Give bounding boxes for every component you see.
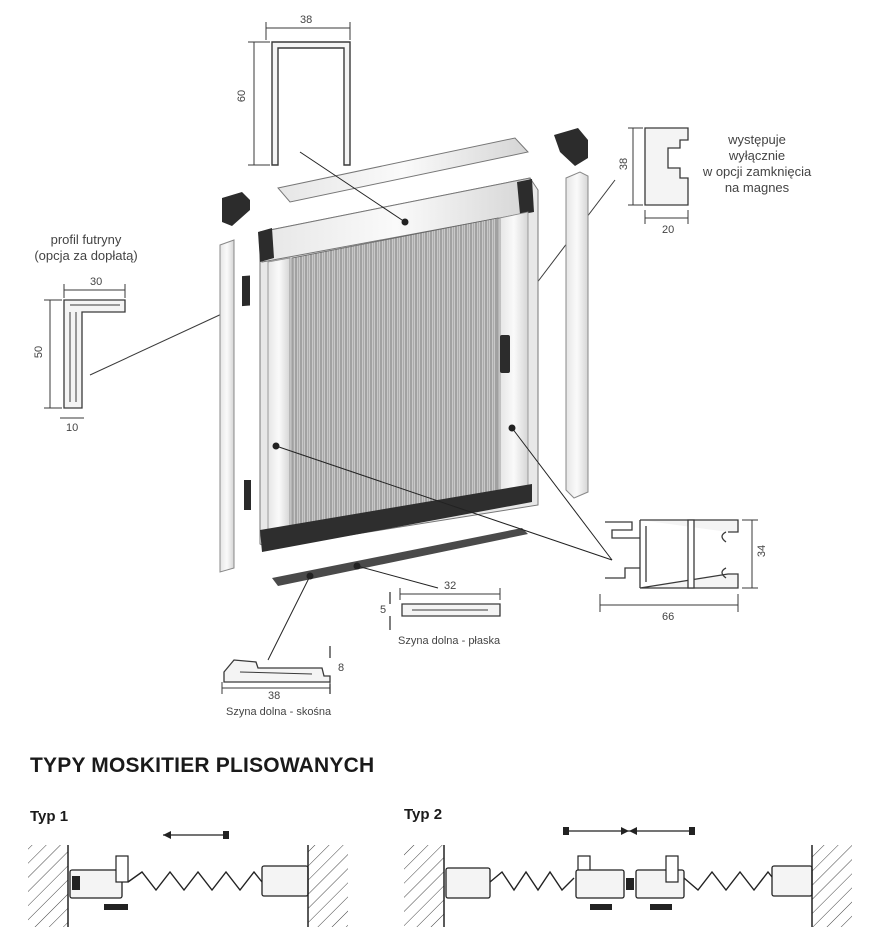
type-2-label: Typ 2 <box>404 806 443 823</box>
slant-rail-height: 8 <box>338 662 345 674</box>
type-1-diagram <box>28 831 348 927</box>
side-profile-width: 66 <box>662 611 675 623</box>
top-channel-height: 60 <box>236 89 249 103</box>
frame-profile-height: 50 <box>33 345 46 359</box>
top-channel-profile <box>248 22 351 166</box>
magnet-profile-height: 38 <box>618 157 631 171</box>
frame-profile-note: profil futryny (opcja za dopłatą) <box>34 232 138 263</box>
flat-rail-profile <box>389 588 501 630</box>
magnet-profile <box>529 127 689 292</box>
type-1-label: Typ 1 <box>30 808 69 825</box>
window-frame <box>219 128 589 586</box>
flat-rail-height: 5 <box>380 604 387 616</box>
section-title: TYPY MOSKITIER PLISOWANYCH <box>30 754 375 777</box>
flat-rail-width: 32 <box>444 580 457 592</box>
flat-rail-caption: Szyna dolna - płaska <box>398 635 501 647</box>
side-profile-height: 34 <box>756 544 769 558</box>
magnet-profile-note: występuje wyłącznie w opcji zamknięcia n… <box>702 132 812 195</box>
slant-rail-caption: Szyna dolna - skośna <box>226 706 332 718</box>
top-channel-width: 38 <box>300 14 313 26</box>
frame-profile-width: 30 <box>90 276 103 288</box>
slant-rail-profile <box>221 646 331 694</box>
side-profile <box>599 519 758 612</box>
leader-lines <box>267 151 613 661</box>
slant-rail-width: 38 <box>268 690 281 702</box>
frame-profile-base: 10 <box>66 422 79 434</box>
magnet-profile-width: 20 <box>662 224 675 236</box>
type-2-diagram <box>404 827 852 927</box>
frame-profile <box>44 284 230 419</box>
